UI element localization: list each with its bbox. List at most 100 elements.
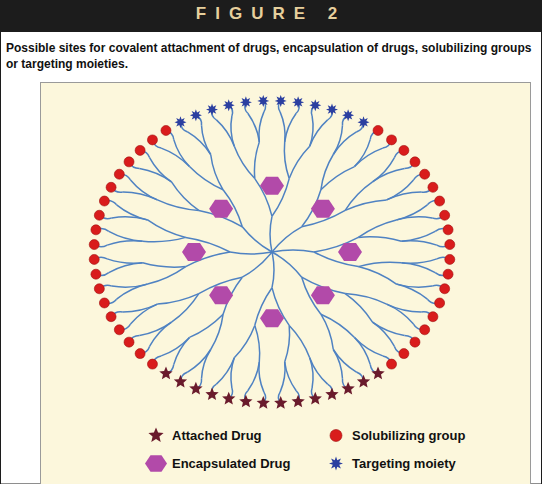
- solubilizing-group: [114, 325, 124, 335]
- targeting-moiety: [240, 96, 252, 108]
- attached-drug: [148, 428, 163, 443]
- solubilizing-group: [94, 284, 104, 294]
- solubilizing-group: [445, 240, 455, 250]
- dendrimer-branch: [230, 252, 272, 254]
- dendrimer-branch: [148, 267, 186, 285]
- dendrimer-branch: [401, 241, 436, 245]
- dendrimer-branch: [270, 216, 272, 252]
- encapsulated-drug: [311, 286, 335, 304]
- dendrimer-branch: [373, 169, 405, 182]
- solubilizing-group: [399, 349, 409, 359]
- dendrimer-branch: [172, 182, 199, 211]
- solubilizing-group: [124, 157, 134, 167]
- solubilizing-group: [147, 135, 157, 145]
- dendrimer-branch: [321, 314, 355, 337]
- solubilizing-group: [114, 169, 124, 179]
- dendrimer-branch: [289, 325, 310, 357]
- dendrimer-branch: [280, 362, 285, 392]
- solubilizing-group: [373, 125, 383, 135]
- targeting-moiety: [342, 109, 354, 121]
- dendrimer-branch: [401, 231, 435, 241]
- solubilizing-group: [89, 240, 99, 250]
- solubilizing-group: [440, 284, 450, 294]
- encapsulated-drug: [260, 309, 284, 327]
- dendrimer-branch: [373, 158, 395, 182]
- dendrimer-branch: [387, 304, 414, 324]
- dendrimer-branch: [358, 267, 396, 285]
- attached-drug: [257, 396, 270, 409]
- dendrimer-branch: [358, 220, 396, 238]
- solubilizing-group: [410, 157, 420, 167]
- dendrimer-branch: [310, 120, 328, 146]
- solubilizing-group: [440, 210, 450, 220]
- targeting-moiety: [292, 96, 304, 108]
- panel: [41, 83, 531, 484]
- targeting-moiety: [206, 104, 218, 116]
- attached-drug: [222, 392, 235, 405]
- attached-drug: [292, 395, 305, 408]
- dendrimer-branch: [255, 325, 260, 362]
- targeting-moiety: [358, 116, 370, 128]
- dendrimer-branch: [148, 220, 186, 238]
- dendrimer-branch: [202, 350, 211, 379]
- dendrimer-branch: [285, 113, 297, 142]
- solubilizing-group: [410, 337, 420, 347]
- legend-text: Targeting moiety: [352, 456, 456, 471]
- dendrimer-branch: [396, 284, 427, 299]
- dendrimer-branch: [333, 350, 357, 373]
- solubilizing-group: [435, 298, 445, 308]
- dendrimer-branch: [345, 182, 372, 211]
- dendrimer-branch: [284, 142, 289, 179]
- encapsulated-drug: [338, 243, 362, 261]
- encapsulated-drug: [209, 200, 233, 218]
- dendrimer-branch: [345, 294, 372, 323]
- solubilizing-group: [124, 337, 134, 347]
- dendrimer-branch: [123, 304, 158, 312]
- solubilizing-group: [387, 359, 397, 369]
- attached-drug: [357, 375, 370, 388]
- solubilizing-group: [106, 182, 116, 192]
- legend-text: Attached Drug: [172, 428, 262, 443]
- dendrimer-branch: [285, 325, 290, 362]
- dendrimer-branch: [131, 304, 158, 324]
- dendrimer-branch: [285, 362, 297, 391]
- dendrimer-branch: [355, 139, 371, 166]
- encapsulated-drug: [260, 177, 284, 195]
- dendrimer-branch: [321, 167, 355, 190]
- solubilizing-group: [135, 145, 145, 155]
- solubilizing-group: [428, 312, 438, 322]
- attached-drug: [309, 392, 322, 405]
- dendrimer-branch: [387, 304, 422, 312]
- dendrimer-branch: [109, 263, 143, 273]
- dendrimer-branch: [242, 252, 272, 277]
- solubilizing-group: [443, 269, 453, 279]
- dendrimer-branch: [321, 314, 333, 349]
- dendrimer-branch: [174, 337, 190, 364]
- dendrimer-branch: [187, 350, 211, 373]
- dendrimer-branch: [123, 192, 158, 200]
- legend-text: Solubilizing group: [352, 428, 465, 443]
- dendrimer-branch: [333, 125, 342, 154]
- solubilizing-group: [99, 196, 109, 206]
- dendrimer-branch: [140, 169, 172, 182]
- targeting-moiety: [326, 104, 338, 116]
- dendrimer-branch: [289, 146, 310, 178]
- dendrimer-branch: [272, 252, 274, 288]
- targeting-moiety: [175, 116, 187, 128]
- dendrimer-branch: [373, 322, 405, 335]
- solubilizing-group: [445, 254, 455, 264]
- solubilizing-group: [147, 359, 157, 369]
- encapsulated-drug: [209, 286, 233, 304]
- dendrimer-branch: [143, 263, 186, 267]
- attached-drug: [205, 388, 218, 401]
- dendrimer-branch: [248, 113, 259, 142]
- dendrimer-branch: [109, 231, 143, 241]
- figure-title: FIGURE 2: [0, 4, 542, 24]
- header-bar: [0, 0, 542, 32]
- solubilizing-group: [435, 196, 445, 206]
- dendrimer-branch: [272, 250, 314, 252]
- dendrimer-branch: [202, 125, 211, 154]
- dendrimer-branch: [234, 325, 255, 357]
- dendrimer-branch: [150, 158, 172, 182]
- dendrimer-branch: [387, 192, 422, 200]
